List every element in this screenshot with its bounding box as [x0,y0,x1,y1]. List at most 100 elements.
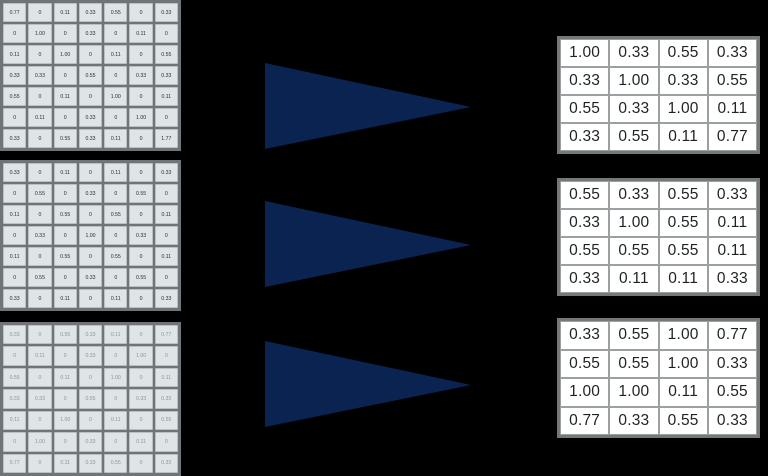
result-cell: 1.00 [658,321,708,350]
source-cell: 0 [129,289,153,308]
source-cell: 0.33 [78,184,103,203]
source-cell: 0 [53,184,77,203]
source-cell: 0 [78,410,103,431]
source-cell: 0 [154,346,178,366]
source-cell: 0.33 [28,226,52,245]
source-cell: 0 [3,268,27,287]
result-cell: 0.33 [560,67,610,95]
source-cell: 0.33 [28,389,52,409]
source-cell: 0 [78,289,103,308]
source-cell: 0.33 [154,453,178,473]
source-cell: 0.11 [154,367,178,388]
result-cell: 0.55 [658,39,708,67]
source-cell: 0 [154,226,178,245]
result-cell: 1.00 [609,209,659,237]
source-cell: 0 [129,205,153,224]
result-cell: 1.00 [658,349,708,378]
source-cell: 0.11 [53,3,77,22]
source-cell: 0.77 [3,3,27,22]
source-cell: 0 [28,129,52,148]
source-cell: 0.33 [129,226,153,245]
source-cell: 0.55 [129,268,153,287]
result-cell: 0.33 [609,181,659,209]
result-cell: 0.77 [560,406,610,435]
source-cell: 0 [53,66,77,85]
source-cell: 0.33 [3,325,27,345]
result-cell: 0.11 [658,378,708,407]
result-cell: 0.55 [560,237,610,265]
source-cell: 0 [78,247,103,266]
source-cell: 0 [78,205,103,224]
result-cell: 0.11 [707,237,757,265]
source-cell: 0 [78,163,103,182]
source-cell: 0.33 [78,325,103,345]
source-cell: 0.11 [104,163,128,182]
source-cell: 0 [129,45,153,64]
source-cell: 0.11 [104,325,128,345]
result-cell: 0.33 [707,265,757,293]
source-cell: 0 [104,389,128,409]
source-cell: 1.00 [28,432,52,452]
source-cell: 0.55 [104,205,128,224]
source-cell: 0 [3,346,27,366]
result-cell: 0.11 [658,123,708,151]
result-cell: 0.55 [658,237,708,265]
result-cell: 0.55 [609,349,659,378]
source-cell: 0.33 [78,268,103,287]
source-cell: 0.55 [78,66,103,85]
source-cell: 0.33 [78,453,103,473]
result-cell: 1.00 [609,67,659,95]
result-cell: 0.55 [658,209,708,237]
arrow-right-shape [265,341,471,427]
source-cell: 0 [28,45,52,64]
source-cell: 1.00 [129,108,153,127]
source-cell: 0 [129,3,153,22]
source-cell: 0.33 [3,66,27,85]
arrow-right-shape [265,201,471,287]
source-cell: 0 [104,268,128,287]
source-cell: 0 [28,289,52,308]
arrow-right-icon-2 [265,200,471,288]
source-cell: 0 [78,87,103,106]
source-cell: 0.11 [53,163,77,182]
source-cell: 0 [104,108,128,127]
result-cell: 0.33 [707,39,757,67]
source-cell: 0.11 [53,289,77,308]
result-cell: 0.11 [609,265,659,293]
result-cell: 0.55 [609,321,659,350]
source-cell: 0.11 [3,205,27,224]
result-cell: 0.55 [707,378,757,407]
source-cell: 0.33 [3,163,27,182]
source-cell: 0 [28,247,52,266]
arrow-right-shape [265,63,471,149]
source-cell: 0.11 [53,367,77,388]
source-cell: 0.55 [129,184,153,203]
source-cell: 0.11 [104,45,128,64]
source-cell: 0.55 [53,325,77,345]
source-cell: 0 [28,325,52,345]
source-cell: 1.00 [53,45,77,64]
source-cell: 1.00 [78,226,103,245]
source-cell: 0 [53,108,77,127]
source-cell: 0 [104,226,128,245]
source-cell: 0.33 [78,432,103,452]
result-cell: 0.11 [707,209,757,237]
source-cell: 0.33 [129,66,153,85]
source-cell: 0.11 [104,129,128,148]
source-cell: 0.33 [78,346,103,366]
source-cell: 0 [28,410,52,431]
source-cell: 0.33 [154,3,178,22]
arrow-right-polygon [265,63,471,149]
source-cell: 0.55 [104,3,128,22]
result-cell: 0.77 [707,321,757,350]
source-cell: 0.33 [154,389,178,409]
source-cell: 1.00 [104,87,128,106]
source-cell: 0 [129,247,153,266]
result-cell: 0.33 [707,181,757,209]
source-cell: 0 [53,346,77,366]
source-cell: 0 [28,453,52,473]
source-cell: 0.33 [3,389,27,409]
source-cell: 0.55 [154,410,178,431]
